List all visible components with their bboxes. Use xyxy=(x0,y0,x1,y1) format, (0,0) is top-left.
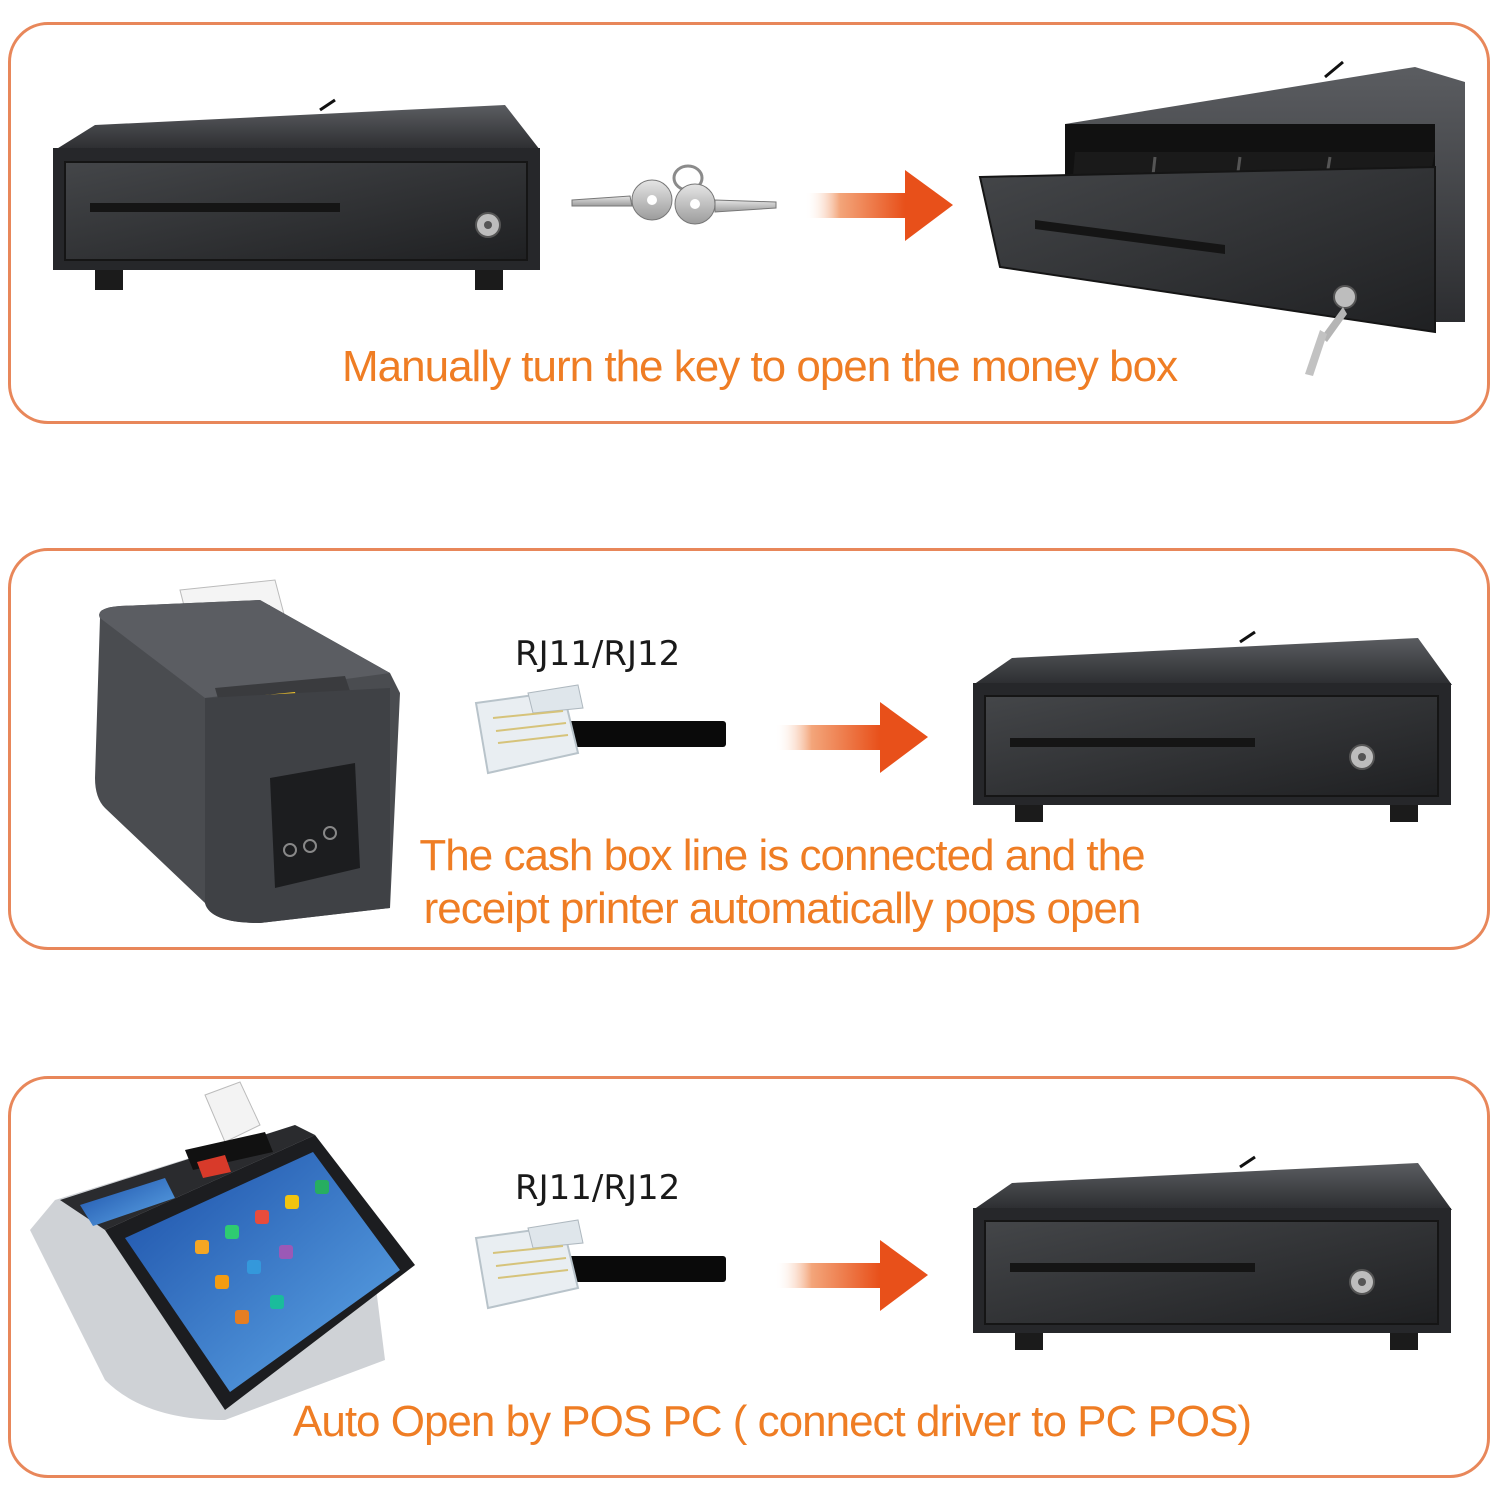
connector-label: RJ11/RJ12 xyxy=(515,634,681,674)
caption-pos: Auto Open by POS PC ( connect driver to … xyxy=(293,1397,1252,1446)
keys-icon xyxy=(571,164,777,225)
cash-drawer-icon xyxy=(973,1155,1452,1350)
caption-line-2: receipt printer automatically pops open xyxy=(423,883,1142,933)
receipt-printer-icon xyxy=(95,579,400,923)
caption-manual: Manually turn the key to open the money … xyxy=(342,342,1178,391)
connector-label: RJ11/RJ12 xyxy=(515,1168,681,1208)
rj11-plug-icon xyxy=(474,1219,726,1310)
cash-drawer-icon xyxy=(973,630,1452,822)
caption-line-1: The cash box line is connected and the xyxy=(419,831,1145,880)
rj11-plug-icon xyxy=(474,684,726,775)
cash-drawer-icon xyxy=(53,98,540,290)
arrow-right-icon xyxy=(775,702,928,773)
pos-terminal-icon xyxy=(30,1081,415,1420)
arrow-right-icon xyxy=(805,170,953,241)
arrow-right-icon xyxy=(775,1240,928,1311)
open-drawer-icon xyxy=(978,60,1465,376)
caption-printer: The cash box line is connected and the r… xyxy=(392,830,1172,936)
